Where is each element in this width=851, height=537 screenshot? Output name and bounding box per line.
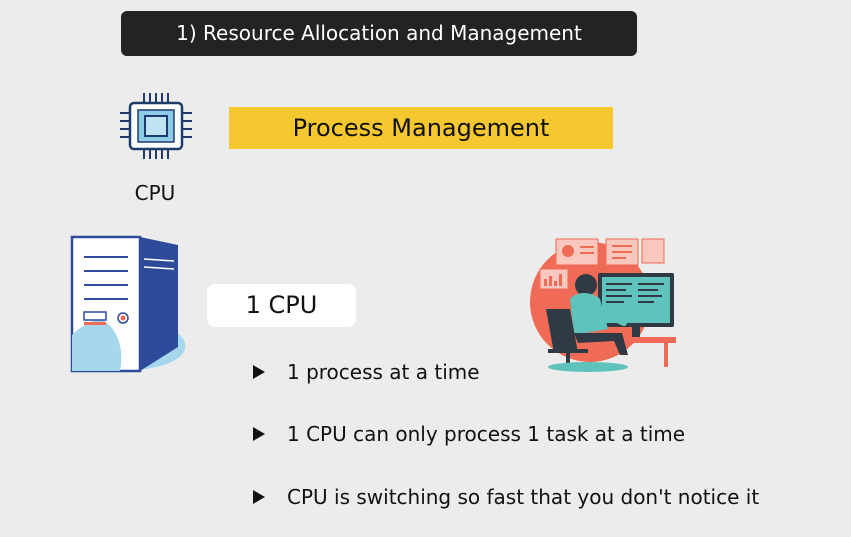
cpu-label: CPU xyxy=(134,181,176,205)
bullet-item: 1 process at a time xyxy=(253,360,480,384)
bullet-item: CPU is switching so fast that you don't … xyxy=(253,485,759,509)
bullet-text: 1 CPU can only process 1 task at a time xyxy=(287,422,686,446)
triangle-right-icon xyxy=(253,427,265,441)
bullet-text: 1 process at a time xyxy=(287,360,480,384)
bullet-text: CPU is switching so fast that you don't … xyxy=(287,485,760,509)
server-tower-illustration xyxy=(70,235,186,373)
cpu-count-box: 1 CPU xyxy=(207,284,356,327)
slide-title: 1) Resource Allocation and Management xyxy=(121,11,637,56)
section-banner: Process Management xyxy=(229,107,613,149)
bullet-item: 1 CPU can only process 1 task at a time xyxy=(253,422,685,446)
triangle-right-icon xyxy=(253,490,265,504)
cpu-chip-icon xyxy=(120,93,192,159)
triangle-right-icon xyxy=(253,365,265,379)
developer-at-computer-illustration xyxy=(530,238,676,372)
